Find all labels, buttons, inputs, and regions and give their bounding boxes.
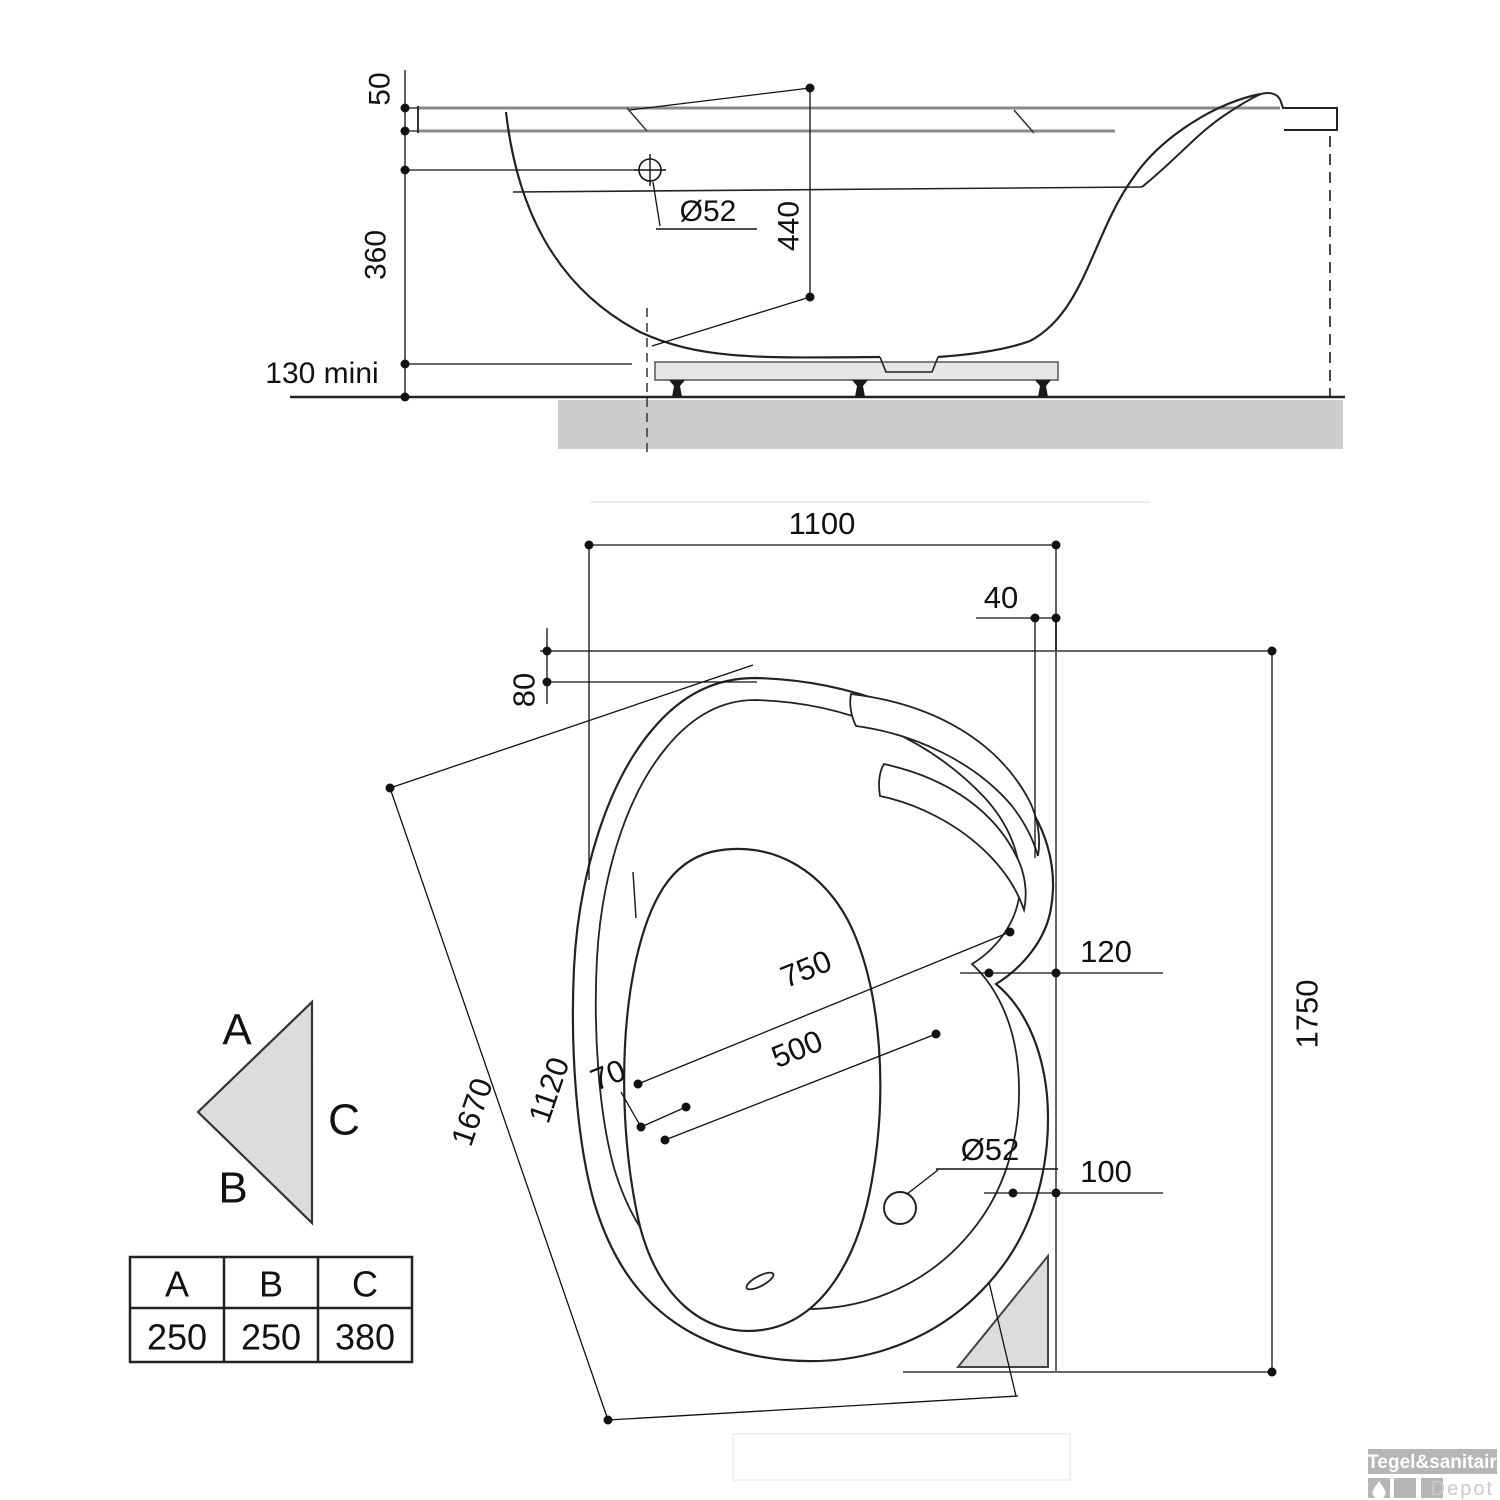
dim-label-1750: 1750 xyxy=(1290,980,1325,1049)
dim-label-drain-side: Ø52 xyxy=(680,195,737,228)
logo-square xyxy=(1394,1478,1416,1498)
drain-leader xyxy=(906,1169,939,1195)
support-leg xyxy=(1035,380,1051,397)
logo-banner xyxy=(1368,1449,1497,1474)
tilted-box-left-1670 xyxy=(389,787,609,1421)
deck-slash-mark xyxy=(626,107,648,132)
dim-leader xyxy=(620,1091,642,1128)
dim-label-440: 440 xyxy=(773,201,806,251)
dim-dot xyxy=(400,126,410,136)
dim-dot xyxy=(1005,927,1015,937)
table-header-cell: C xyxy=(352,1264,378,1305)
dim-label-drain-plan: Ø52 xyxy=(961,1132,1020,1167)
dim-dot xyxy=(1051,540,1061,550)
dim-dot xyxy=(400,103,410,113)
support-leg xyxy=(669,380,685,397)
support-leg xyxy=(852,380,868,397)
dim-dot xyxy=(1267,1367,1277,1377)
dim-label-120: 120 xyxy=(1080,934,1132,969)
water-drop-icon xyxy=(1372,1481,1386,1499)
table-value-cell: 250 xyxy=(241,1317,301,1358)
dim-label-1100: 1100 xyxy=(789,506,856,541)
dim-dot xyxy=(633,1079,643,1089)
dim-dot xyxy=(385,783,395,793)
dim-label-80: 80 xyxy=(507,673,542,707)
drain-leader xyxy=(652,181,661,227)
table-value-cell: 380 xyxy=(335,1317,395,1358)
dim-dot xyxy=(805,83,815,93)
dim-dot xyxy=(805,292,815,302)
dim-dot xyxy=(1030,613,1040,623)
dim-dot xyxy=(1051,1188,1061,1198)
tilted-box-top xyxy=(389,664,754,789)
panel-legend: A B C xyxy=(196,999,360,1226)
tub-bottom-profile xyxy=(937,339,1031,359)
table-header-cell: A xyxy=(165,1264,189,1305)
dim-dot xyxy=(636,1122,646,1132)
logo-brand-text: Tegel&sanitair xyxy=(1367,1452,1497,1473)
legend-label-b: B xyxy=(218,1164,247,1213)
tub-back-curve-far xyxy=(1141,93,1262,188)
headrest-shelf-lower xyxy=(878,762,1027,914)
logo-sub-text: Depot xyxy=(1431,1478,1494,1500)
dim-label-1670: 1670 xyxy=(444,1074,500,1151)
tub-drain-recess xyxy=(879,356,939,373)
dim-dot xyxy=(1008,1188,1018,1198)
dim-label-40: 40 xyxy=(984,580,1018,615)
dim-label-360: 360 xyxy=(360,230,393,280)
brand-logo: Tegel&sanitair Depot xyxy=(1367,1449,1497,1500)
dim-dot xyxy=(584,540,594,550)
overflow-slot xyxy=(745,1271,775,1291)
dim-dot xyxy=(931,1029,941,1039)
dim-dot xyxy=(1051,968,1061,978)
dim-dot xyxy=(603,1415,613,1425)
dim-label-50: 50 xyxy=(364,72,397,105)
legend-label-c: C xyxy=(328,1096,360,1145)
table-value-cell: 250 xyxy=(147,1317,207,1358)
tub-far-rim-line xyxy=(512,186,1143,193)
dim-dot xyxy=(400,165,410,175)
dim-label-1120: 1120 xyxy=(522,1053,577,1127)
headrest-shelf-upper xyxy=(849,693,1041,857)
deck-slash-mark xyxy=(1013,109,1035,134)
tub-headrest-edge xyxy=(1260,92,1338,131)
dim-dot xyxy=(660,1135,670,1145)
dim-dot xyxy=(542,646,552,656)
tub-inner-wall-profile xyxy=(504,111,881,359)
tilted-box-bottom xyxy=(607,1395,1019,1421)
dim-dot xyxy=(1051,613,1061,623)
dim-line-70 xyxy=(640,1106,687,1128)
floor-slab xyxy=(558,400,1343,449)
table-header-cell: B xyxy=(259,1264,283,1305)
table-border xyxy=(128,1255,414,1364)
dim-line-750 xyxy=(637,931,1011,1085)
dim-dot xyxy=(984,968,994,978)
tub-basin xyxy=(623,847,882,1333)
tub-back-curve-near xyxy=(1029,92,1262,342)
corner-panel-triangle xyxy=(955,1253,1049,1368)
faint-box xyxy=(732,1433,1071,1481)
drain-circle xyxy=(883,1191,917,1225)
dim-dot xyxy=(542,677,552,687)
logo-square xyxy=(1421,1478,1443,1498)
dim-label-130-mini: 130 mini xyxy=(265,357,378,390)
side-view: 50 360 130 mini Ø52 440 xyxy=(265,70,1345,455)
legend-label-a: A xyxy=(222,1006,252,1055)
plan-view: 1670 1120 Ø52 1100 40 xyxy=(385,501,1325,1481)
dim-leader xyxy=(629,87,811,111)
legend-triangle xyxy=(196,999,314,1226)
dim-dot xyxy=(681,1102,691,1112)
dim-dot xyxy=(400,392,410,402)
dim-dot xyxy=(400,359,410,369)
dim-line-500 xyxy=(664,1033,937,1141)
basin-tick xyxy=(632,871,637,919)
dimension-table: A B C 250 250 380 xyxy=(128,1255,414,1364)
support-frame xyxy=(654,361,1059,381)
dim-leader xyxy=(651,296,811,347)
dim-label-100: 100 xyxy=(1080,1154,1132,1189)
